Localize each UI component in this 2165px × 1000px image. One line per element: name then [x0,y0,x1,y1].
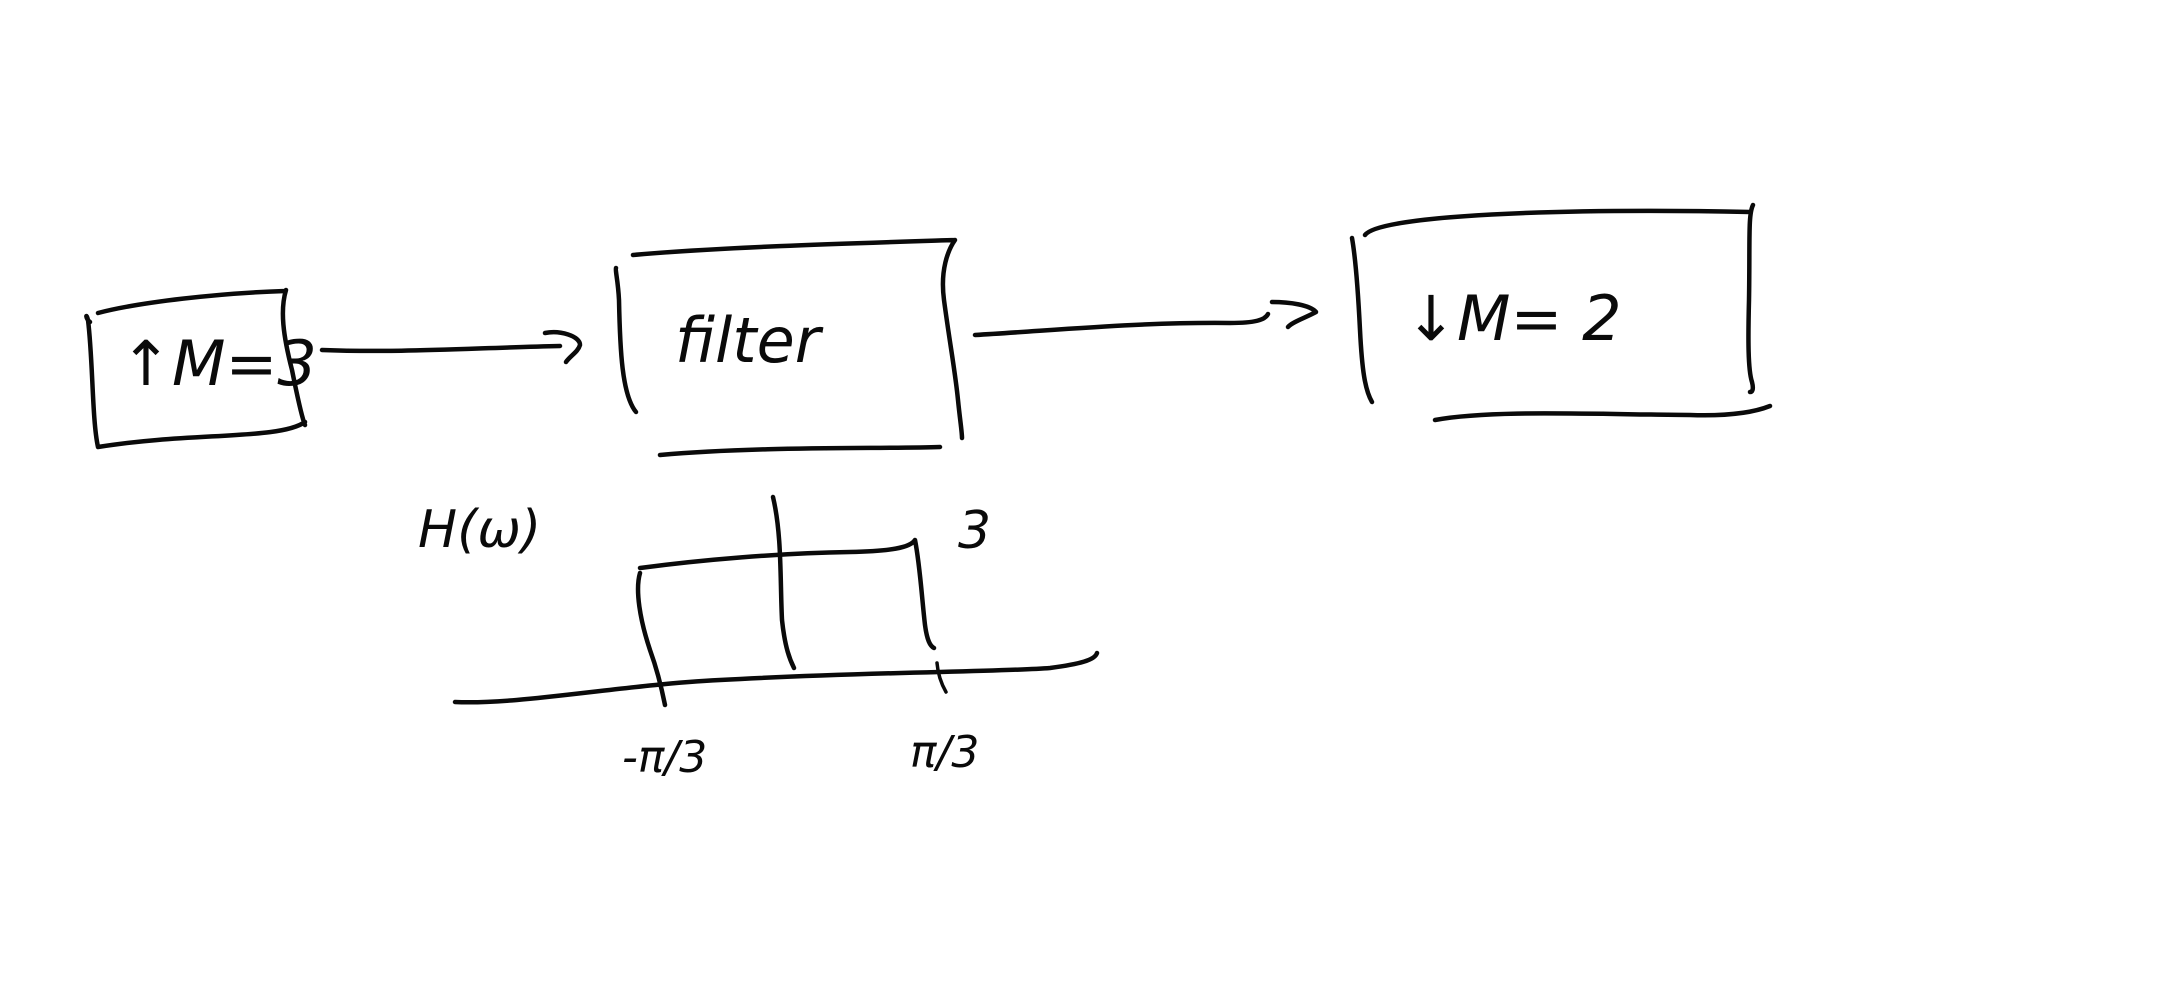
filter-block [613,237,965,458]
arrow-filter-to-downsample [972,299,1319,338]
arrow-line [972,311,1271,338]
upsample-label: ↑M=3 [120,327,317,400]
filter-block-outline [613,237,965,458]
downsample-block [1349,202,1773,423]
left-cutoff-label: -π/3 [622,732,707,783]
gain-label: 3 [958,501,991,561]
arrow-head [542,330,583,365]
omega-axis [452,650,1100,705]
right-cutoff-label: π/3 [910,727,979,778]
passband-curve [635,537,937,708]
upsample-block [84,287,308,450]
right-cutoff-tick [935,661,948,694]
arrow-head [1269,299,1319,330]
arrow-upsample-to-filter [319,330,583,365]
downsample-block-outline [1349,202,1773,423]
magnitude-axis [770,494,797,671]
filter-label: filter [675,304,824,377]
frequency-response [452,494,1100,708]
downsample-label: ↓M= 2 [1405,282,1622,355]
upsample-block-outline [84,287,308,450]
response-function-label: H(ω) [418,500,541,560]
arrow-line [319,343,563,354]
